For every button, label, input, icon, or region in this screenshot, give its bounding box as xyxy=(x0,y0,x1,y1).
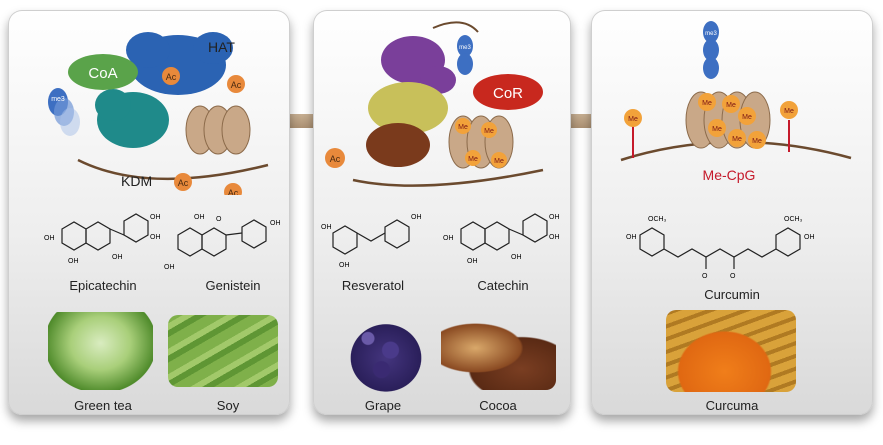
svg-text:OH: OH xyxy=(321,224,332,231)
svg-text:OH: OH xyxy=(804,234,815,241)
svg-text:OH: OH xyxy=(411,214,422,221)
purple-enzyme xyxy=(381,36,456,94)
svg-text:OH: OH xyxy=(150,214,161,221)
compound-label-curcumin: Curcumin xyxy=(704,287,760,302)
methyl-marks: Me Me Me Me xyxy=(455,118,507,168)
svg-text:O: O xyxy=(216,216,222,223)
svg-text:OH: OH xyxy=(44,235,55,242)
compound-label-epicatechin: Epicatechin xyxy=(69,278,137,293)
kdm-label: KDM xyxy=(121,173,152,189)
compound-label-genistein: Genistein xyxy=(205,278,261,293)
resveratol-structure: OH OH OH xyxy=(321,214,422,269)
svg-text:OH: OH xyxy=(339,262,350,269)
svg-text:me3: me3 xyxy=(459,45,471,51)
svg-text:OH: OH xyxy=(112,254,123,261)
svg-text:Me: Me xyxy=(732,136,742,143)
curcumin-structure: OH OCH₃ O O OCH₃ OH xyxy=(626,216,815,280)
cor-ellipse xyxy=(473,74,543,110)
svg-text:OH: OH xyxy=(150,234,161,241)
food-label-soy: Soy xyxy=(216,398,240,413)
svg-text:OH: OH xyxy=(164,264,175,271)
methyl-marks: Me Me Me Me Me Me xyxy=(698,93,766,149)
svg-text:OH: OH xyxy=(511,254,522,261)
svg-text:OH: OH xyxy=(467,258,478,265)
brown-enzyme xyxy=(366,123,430,167)
grape-image xyxy=(341,315,431,393)
me3-mark: me3 xyxy=(48,88,80,136)
svg-text:O: O xyxy=(702,273,708,280)
cocoa-image xyxy=(441,320,556,390)
food-label-grape: Grape xyxy=(364,398,402,413)
hat-enzyme xyxy=(126,32,233,95)
acetyl-released xyxy=(325,148,345,168)
green-tea-image xyxy=(48,312,153,390)
food-label-green-tea: Green tea xyxy=(74,398,132,413)
svg-text:Me: Me xyxy=(742,114,752,121)
svg-text:OH: OH xyxy=(68,258,79,265)
coa-label: CoA xyxy=(88,65,117,82)
svg-text:Me: Me xyxy=(628,116,638,123)
acetylation-illustration: CoA Ac Ac Ac Ac me3 HAT KDM xyxy=(48,32,269,195)
svg-text:O: O xyxy=(730,273,736,280)
nucleosome xyxy=(185,105,251,155)
svg-text:Me: Me xyxy=(468,156,478,163)
panel-deacetylation: CoR Me Me Me Me me3 Ac OH OH OH xyxy=(313,10,571,415)
svg-text:OCH₃: OCH₃ xyxy=(648,216,667,223)
compound-label-catechin: Catechin xyxy=(477,278,529,293)
svg-text:Me: Me xyxy=(784,108,794,115)
kdm-enzyme xyxy=(95,89,169,148)
svg-text:Me: Me xyxy=(484,128,494,135)
svg-text:OH: OH xyxy=(626,234,637,241)
double-arrow-2-3 xyxy=(540,105,624,137)
svg-text:OH: OH xyxy=(549,214,560,221)
svg-text:OH: OH xyxy=(443,235,454,242)
hat-label: HAT xyxy=(208,39,235,55)
svg-text:Me: Me xyxy=(712,126,722,133)
svg-text:Ac: Ac xyxy=(330,154,341,164)
compound-label-resveratol: Resveratol xyxy=(341,278,405,293)
dna-methylation-illustration: me3 Me Me Me Me Me Me Me Me Me-CpG xyxy=(620,21,852,183)
deacetylation-illustration: CoR Me Me Me Me me3 Ac xyxy=(325,21,544,187)
svg-text:OH: OH xyxy=(270,220,281,227)
svg-text:Me: Me xyxy=(494,158,504,165)
me3-mark: me3 xyxy=(457,35,473,75)
svg-text:OH: OH xyxy=(194,214,205,221)
coa-ellipse xyxy=(68,54,138,90)
svg-text:Me: Me xyxy=(726,102,736,109)
svg-text:OH: OH xyxy=(549,234,560,241)
svg-text:Me: Me xyxy=(752,138,762,145)
epicatechin-structure: OH OH OH OH OH xyxy=(44,213,161,265)
svg-text:Ac: Ac xyxy=(231,80,242,90)
svg-text:Me: Me xyxy=(702,100,712,107)
panel-dna-methylation: me3 Me Me Me Me Me Me Me Me Me-CpG OH OC… xyxy=(591,10,873,415)
genistein-structure: OH O OH OH xyxy=(164,214,281,271)
food-label-cocoa: Cocoa xyxy=(479,398,517,413)
me-cpg-label: Me-CpG xyxy=(703,167,756,183)
svg-text:Ac: Ac xyxy=(228,188,239,195)
cpg-methyl-pins xyxy=(632,120,790,158)
me3-mark: me3 xyxy=(703,21,719,79)
yellow-enzyme xyxy=(368,82,448,134)
catechin-structure: OH OH OH OH OH xyxy=(443,213,560,265)
food-label-curcuma: Curcuma xyxy=(705,398,759,413)
curcuma-image xyxy=(666,310,796,392)
soy-image xyxy=(168,315,278,387)
svg-text:me3: me3 xyxy=(51,96,65,103)
cor-label: CoR xyxy=(493,85,523,102)
svg-text:Ac: Ac xyxy=(178,178,189,188)
svg-text:Me: Me xyxy=(458,124,468,131)
svg-text:me3: me3 xyxy=(705,31,717,37)
svg-text:OCH₃: OCH₃ xyxy=(784,216,803,223)
acetyl-marks: Ac Ac Ac Ac xyxy=(162,67,245,195)
panel-acetylation: CoA Ac Ac Ac Ac me3 HAT KDM xyxy=(8,10,290,415)
double-arrow-1-2 xyxy=(262,105,346,137)
svg-text:Ac: Ac xyxy=(166,72,177,82)
